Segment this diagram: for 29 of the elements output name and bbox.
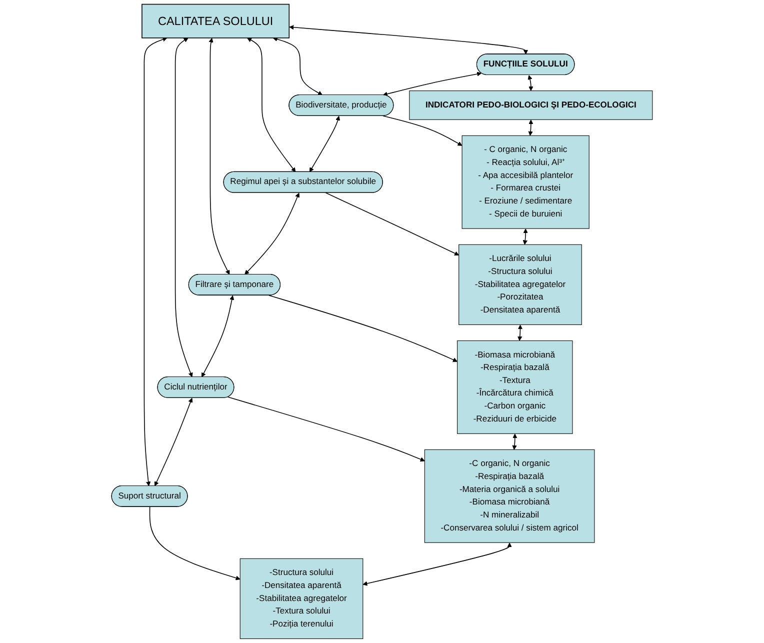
arrow [382, 116, 462, 146]
arrow [174, 38, 193, 378]
arrow [228, 396, 425, 462]
arrow [201, 295, 234, 378]
arrow [272, 36, 323, 96]
arrow [268, 294, 458, 362]
arrow [244, 192, 300, 275]
arrow [325, 192, 460, 256]
arrow [144, 37, 168, 486]
arrow [154, 398, 193, 486]
node-box: -Structura solului -Densitatea aparentă -Stabilitatea agregatelor -Textura solului -Poziția terenului [240, 558, 364, 639]
arrow [246, 38, 296, 172]
node-box: CALITATEA SOLULUI [142, 4, 290, 38]
node-box: INDICATORI PEDO-BIOLOGICI ŞI PEDO-ECOLOGICI [409, 90, 653, 120]
arrow [512, 434, 518, 450]
arrow [518, 324, 523, 341]
arrow [362, 542, 512, 586]
arrow [289, 25, 528, 54]
arrow [149, 506, 240, 580]
arrow [528, 75, 534, 91]
arrow [208, 38, 230, 275]
node-box: -Biomasa microbiană -Respirația bazală -Textura -Încărcătura chimică -Carbon organic -Reziduuri de erbicide [457, 340, 573, 434]
arrow [522, 228, 528, 245]
arrow [309, 116, 340, 172]
node-box: -C organic, N organic -Respirația bazală -Materia organică a solului -Biomasa microbiană -N mineralizabil -Conservarea solului / sistem agricol [424, 449, 595, 543]
node-box: - C organic, N organic - Reacția solului, Al³⁺ - Apa accesibilă plantelor - Formarea crustei - Eroziune / sedimentare - Specii de buruieni [462, 135, 590, 229]
arrow [382, 72, 482, 96]
node-box: -Lucrările solului -Structura solului -Stabilitatea agregatelor -Porozitatea -Densitatea aparentă [458, 244, 582, 325]
arrow [528, 120, 534, 136]
